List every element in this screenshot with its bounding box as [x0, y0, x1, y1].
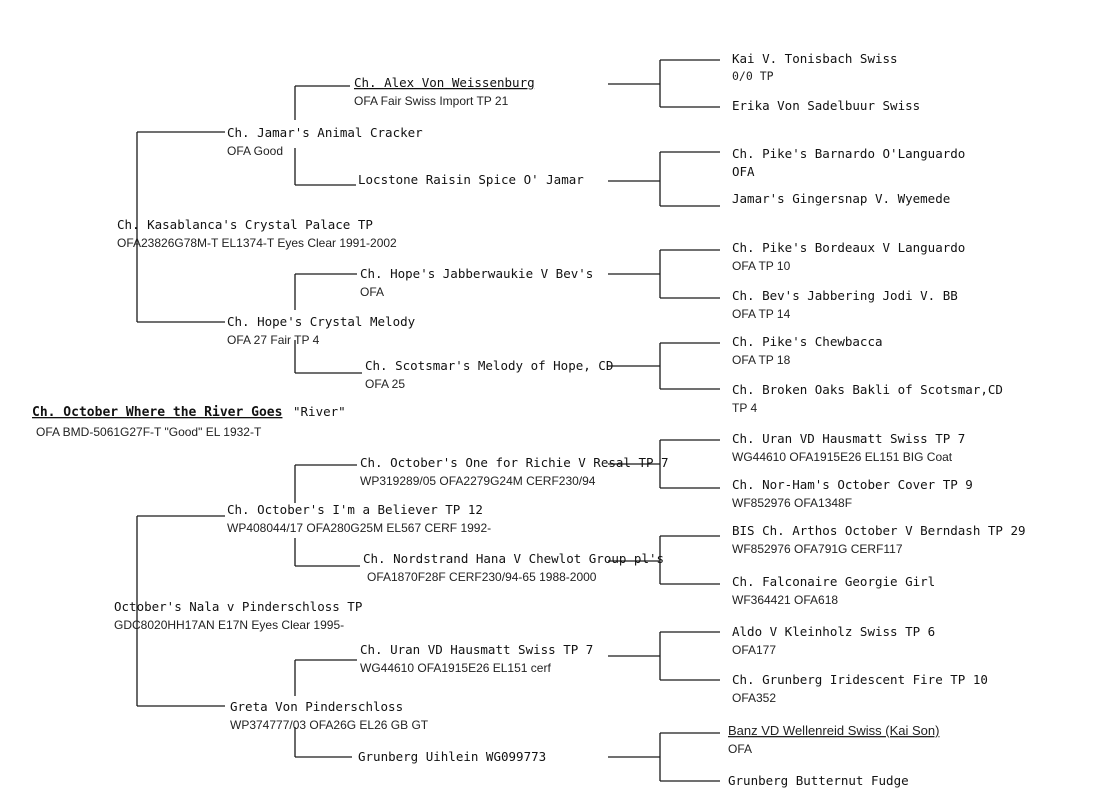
subject-nickname: "River"	[293, 404, 346, 419]
great-grandparent-7: Ch. Uran VD Hausmatt Swiss TP 7 WG44610 …	[360, 642, 593, 675]
ggp-name: Ch. Uran VD Hausmatt Swiss TP 7	[360, 642, 593, 657]
dam-dam-info: WP374777/03 OFA26G EL26 GB GT	[230, 718, 429, 732]
great-great-grandparent-7: Ch. Pike's Chewbacca OFA TP 18	[732, 334, 883, 367]
ggp-info: OFA 25	[365, 377, 405, 391]
gggp-info: OFA TP 14	[732, 307, 791, 321]
great-great-grandparent-2: Erika Von Sadelbuur Swiss	[732, 98, 920, 113]
gggp-name: Grunberg Butternut Fudge	[728, 773, 909, 788]
dam-sire: Ch. October's I'm a Believer TP 12 WP408…	[227, 502, 491, 535]
ggp-info: OFA	[360, 285, 384, 299]
gggp-info: WF852976 OFA791G CERF117	[732, 542, 903, 556]
gggp-name: Ch. Nor-Ham's October Cover TP 9	[732, 477, 973, 492]
great-great-grandparent-8: Ch. Broken Oaks Bakli of Scotsmar,CD TP …	[732, 382, 1003, 415]
gggp-info: 0/0 TP	[732, 69, 774, 83]
gggp-name: Ch. Broken Oaks Bakli of Scotsmar,CD	[732, 382, 1003, 397]
gggp-info: OFA TP 18	[732, 353, 791, 367]
gggp-info: WF364421 OFA618	[732, 593, 838, 607]
gggp-info: TP 4	[732, 401, 757, 415]
great-grandparent-1: Ch. Alex Von Weissenburg OFA Fair Swiss …	[354, 75, 535, 108]
gggp-name: Banz VD Wellenreid Swiss (Kai Son)	[728, 723, 939, 738]
gggp-name: Ch. Uran VD Hausmatt Swiss TP 7	[732, 431, 965, 446]
gggp-info: OFA177	[732, 643, 776, 657]
gggp-name: Ch. Pike's Chewbacca	[732, 334, 883, 349]
ggp-name: Grunberg Uihlein WG099773	[358, 749, 546, 764]
great-great-grandparent-13: Aldo V Kleinholz Swiss TP 6 OFA177	[732, 624, 935, 657]
gggp-name: Ch. Pike's Barnardo O'Languardo	[732, 146, 965, 161]
ggp-name: Ch. Scotsmar's Melody of Hope, CD	[365, 358, 613, 373]
sire-info: OFA23826G78M-T EL1374-T Eyes Clear 1991-…	[117, 236, 397, 250]
subject-info: OFA BMD-5061G27F-T "Good" EL 1932-T	[36, 425, 262, 439]
gggp-name: Erika Von Sadelbuur Swiss	[732, 98, 920, 113]
gggp-name: Ch. Falconaire Georgie Girl	[732, 574, 935, 589]
great-grandparent-2: Locstone Raisin Spice O' Jamar	[358, 172, 584, 187]
sire-name: Ch. Kasablanca's Crystal Palace TP	[117, 217, 373, 232]
dam-sire-info: WP408044/17 OFA280G25M EL567 CERF 1992-	[227, 521, 491, 535]
great-great-grandparent-3: Ch. Pike's Barnardo O'Languardo OFA	[732, 146, 965, 179]
subject-name: Ch. October Where the River Goes	[32, 405, 282, 420]
great-great-grandparent-5: Ch. Pike's Bordeaux V Languardo OFA TP 1…	[732, 240, 965, 273]
great-great-grandparent-16: Grunberg Butternut Fudge	[728, 773, 909, 788]
gggp-name: BIS Ch. Arthos October V Berndash TP 29	[732, 523, 1026, 538]
dam: October's Nala v Pinderschloss TP GDC802…	[114, 599, 362, 632]
gggp-name: Kai V. Tonisbach Swiss	[732, 51, 898, 66]
great-great-grandparent-1: Kai V. Tonisbach Swiss 0/0 TP	[732, 51, 898, 83]
gggp-name: Aldo V Kleinholz Swiss TP 6	[732, 624, 935, 639]
ggp-name: Ch. Alex Von Weissenburg	[354, 75, 535, 90]
sire-dam-name: Ch. Hope's Crystal Melody	[227, 314, 416, 329]
sire-dam-info: OFA 27 Fair TP 4	[227, 333, 320, 347]
gggp-name: Jamar's Gingersnap V. Wyemede	[732, 191, 950, 206]
great-great-grandparent-12: Ch. Falconaire Georgie Girl WF364421 OFA…	[732, 574, 935, 607]
ggp-info: WG44610 OFA1915E26 EL151 cerf	[360, 661, 551, 675]
ggp-name: Ch. Hope's Jabberwaukie V Bev's	[360, 266, 593, 281]
gggp-info: WF852976 OFA1348F	[732, 496, 852, 510]
great-great-grandparent-4: Jamar's Gingersnap V. Wyemede	[732, 191, 950, 206]
great-grandparent-3: Ch. Hope's Jabberwaukie V Bev's OFA	[360, 266, 593, 299]
dam-sire-name: Ch. October's I'm a Believer TP 12	[227, 502, 483, 517]
ggp-name: Locstone Raisin Spice O' Jamar	[358, 172, 584, 187]
dam-dam-name: Greta Von Pinderschloss	[230, 699, 403, 714]
great-great-grandparent-11: BIS Ch. Arthos October V Berndash TP 29 …	[732, 523, 1026, 556]
subject-dog: Ch. October Where the River Goes "River"…	[32, 404, 346, 439]
sire-sire: Ch. Jamar's Animal Cracker OFA Good	[227, 125, 423, 158]
gggp-info: OFA352	[732, 691, 776, 705]
sire-sire-name: Ch. Jamar's Animal Cracker	[227, 125, 423, 140]
ggp-info: OFA Fair Swiss Import TP 21	[354, 94, 509, 108]
gggp-name: Ch. Pike's Bordeaux V Languardo	[732, 240, 965, 255]
ggp-info: WP319289/05 OFA2279G24M CERF230/94	[360, 474, 596, 488]
pedigree-connector-lines	[136, 59, 720, 782]
great-grandparent-6: Ch. Nordstrand Hana V Chewlot Group pl's…	[363, 551, 664, 584]
ggp-info: OFA1870F28F CERF230/94-65 1988-2000	[367, 570, 597, 584]
dam-name: October's Nala v Pinderschloss TP	[114, 599, 362, 614]
sire: Ch. Kasablanca's Crystal Palace TP OFA23…	[117, 217, 397, 250]
dam-info: GDC8020HH17AN E17N Eyes Clear 1995-	[114, 618, 344, 632]
great-great-grandparent-10: Ch. Nor-Ham's October Cover TP 9 WF85297…	[732, 477, 973, 510]
great-great-grandparent-14: Ch. Grunberg Iridescent Fire TP 10 OFA35…	[732, 672, 988, 705]
great-great-grandparent-9: Ch. Uran VD Hausmatt Swiss TP 7 WG44610 …	[732, 431, 965, 464]
gggp-name: Ch. Bev's Jabbering Jodi V. BB	[732, 288, 958, 303]
gggp-name: Ch. Grunberg Iridescent Fire TP 10	[732, 672, 988, 687]
dam-dam: Greta Von Pinderschloss WP374777/03 OFA2…	[230, 699, 429, 732]
great-great-grandparent-15: Banz VD Wellenreid Swiss (Kai Son) OFA	[728, 723, 939, 756]
gggp-info: OFA	[732, 164, 755, 179]
sire-sire-info: OFA Good	[227, 144, 283, 158]
sire-dam: Ch. Hope's Crystal Melody OFA 27 Fair TP…	[227, 314, 416, 347]
ggp-name: Ch. October's One for Richie V Resal TP …	[360, 455, 669, 470]
great-grandparent-8: Grunberg Uihlein WG099773	[358, 749, 546, 764]
gggp-info: WG44610 OFA1915E26 EL151 BIG Coat	[732, 450, 953, 464]
gggp-info: OFA	[728, 742, 752, 756]
great-great-grandparent-6: Ch. Bev's Jabbering Jodi V. BB OFA TP 14	[732, 288, 958, 321]
great-grandparent-5: Ch. October's One for Richie V Resal TP …	[360, 455, 669, 488]
gggp-info: OFA TP 10	[732, 259, 791, 273]
great-grandparent-4: Ch. Scotsmar's Melody of Hope, CD OFA 25	[365, 358, 613, 391]
ggp-name: Ch. Nordstrand Hana V Chewlot Group pl's	[363, 551, 664, 566]
